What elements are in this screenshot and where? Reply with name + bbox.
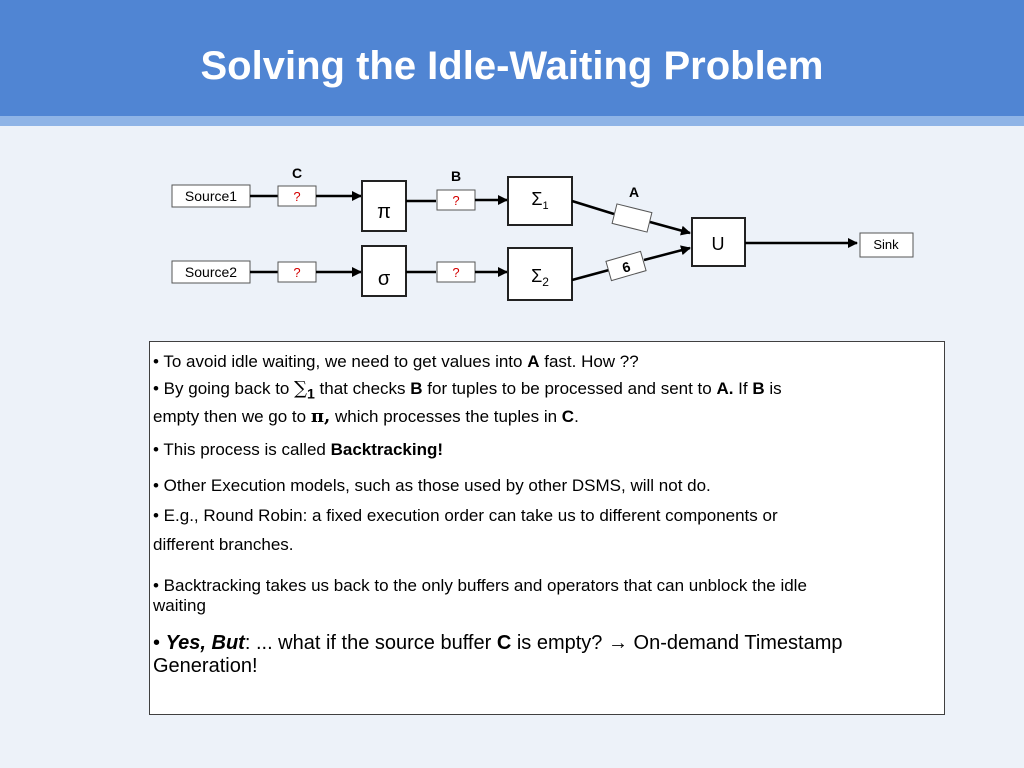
buffer-a bbox=[611, 203, 653, 233]
sum2-symbol: Σ2 bbox=[531, 266, 549, 289]
right-arrow-icon: → bbox=[607, 632, 628, 654]
edge-buffer-a-union bbox=[649, 220, 691, 236]
bullet-round-robin-cont: different branches. bbox=[153, 535, 294, 554]
query-graph-diagram: Source1 Source2 C ? ? π σ B ? ? Σ1 Σ2 A … bbox=[171, 165, 914, 301]
title-bar-stripe bbox=[0, 116, 1024, 126]
buffer-a-label: A bbox=[629, 184, 639, 200]
source2-label: Source2 bbox=[185, 264, 237, 280]
bullet-backtracking-buffers: • Backtracking takes us back to the only… bbox=[153, 576, 807, 595]
pi-operator bbox=[361, 180, 407, 232]
buffer-b-label: B bbox=[451, 168, 461, 184]
union-operator bbox=[691, 217, 746, 267]
title-bar bbox=[0, 0, 1024, 116]
bullet-yes-but-cont: Generation! bbox=[153, 655, 258, 677]
buffer-source2-value: ? bbox=[293, 265, 300, 280]
bullet-other-models: • Other Execution models, such as those … bbox=[153, 476, 711, 495]
sum1-symbol: Σ1 bbox=[531, 189, 548, 212]
sink-label: Sink bbox=[873, 237, 899, 252]
sum1-operator bbox=[507, 176, 573, 226]
buffer-c-value: ? bbox=[293, 189, 300, 204]
bullet-round-robin: • E.g., Round Robin: a fixed execution o… bbox=[153, 506, 778, 525]
source1-label: Source1 bbox=[185, 188, 237, 204]
bullet-going-back-cont: empty then we go to π, which processes t… bbox=[153, 406, 579, 427]
bullet-backtracking: • This process is called Backtracking! bbox=[153, 440, 444, 459]
bullet-yes-but: • Yes, But: ... what if the source buffe… bbox=[153, 632, 843, 654]
union-symbol: U bbox=[712, 234, 725, 254]
sink-box bbox=[859, 232, 914, 258]
pi-symbol: π bbox=[377, 201, 391, 223]
bullet-going-back: • By going back to ∑1 that checks B for … bbox=[153, 378, 782, 403]
edge-buffer-6-union bbox=[643, 245, 691, 262]
buffer-b-value: ? bbox=[452, 193, 459, 208]
edge-sum2-buffer-6 bbox=[571, 268, 610, 282]
sigma-symbol: σ bbox=[378, 268, 391, 290]
buffer-6 bbox=[605, 250, 647, 282]
bullet-avoid-idle-waiting: • To avoid idle waiting, we need to get … bbox=[153, 352, 639, 371]
buffer-sigma-out-value: ? bbox=[452, 265, 459, 280]
slide-title: Solving the Idle-Waiting Problem bbox=[200, 44, 824, 88]
sum2-operator bbox=[507, 247, 573, 301]
edge-sum1-buffer-a bbox=[571, 199, 615, 216]
explanation-box: • To avoid idle waiting, we need to get … bbox=[149, 341, 945, 715]
bullet-backtracking-buffers-cont: waiting bbox=[153, 596, 206, 615]
buffer-c-label: C bbox=[292, 165, 302, 181]
